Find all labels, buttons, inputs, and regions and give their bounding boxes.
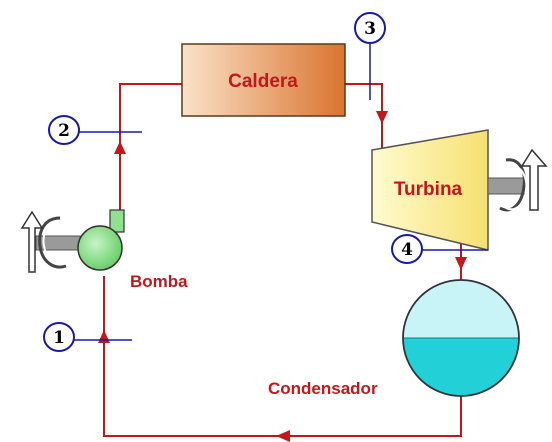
state-point-3: 3 <box>354 12 386 100</box>
pipe-pump-to-boiler <box>119 83 182 232</box>
pump-shaft-arrow-icon <box>20 210 81 273</box>
condenser: Condensador <box>268 279 520 398</box>
condenser-shell <box>402 279 520 397</box>
state-point-4: 4 <box>391 234 488 264</box>
condenser-label: Condensador <box>268 379 378 398</box>
condenser-vapor <box>403 280 519 338</box>
turbine-label: Turbina <box>394 179 463 200</box>
state-1-circle <box>43 322 75 352</box>
pump: Bomba <box>77 209 188 291</box>
state-4-circle <box>391 234 423 264</box>
boiler-label: Caldera <box>228 71 298 92</box>
turbine: Turbina <box>371 129 489 251</box>
pump-label: Bomba <box>130 272 188 291</box>
state-3-circle <box>354 12 386 44</box>
state-2-label: 2 <box>58 121 70 141</box>
state-point-2: 2 <box>48 115 142 145</box>
state-1-label: 1 <box>53 328 65 348</box>
boiler: Caldera <box>181 43 346 117</box>
flow-arrow-4 <box>455 257 467 270</box>
turbine-shaft-arrow-icon <box>487 148 548 212</box>
state-2-circle <box>48 115 80 145</box>
state-3-label: 3 <box>364 19 376 39</box>
condenser-water <box>403 338 519 396</box>
state-4-label: 4 <box>401 240 413 260</box>
flow-arrows <box>98 111 467 442</box>
pump-body <box>77 225 123 271</box>
pipe-boiler-to-turbine <box>345 83 383 150</box>
pump-outlet <box>109 209 125 233</box>
flow-arrow-3 <box>376 111 388 124</box>
state-point-1: 1 <box>43 322 132 352</box>
flow-arrow-1 <box>98 330 110 343</box>
flow-arrow-2 <box>114 141 126 154</box>
boiler-box <box>181 43 346 117</box>
flow-arrow-bottom <box>276 430 290 442</box>
